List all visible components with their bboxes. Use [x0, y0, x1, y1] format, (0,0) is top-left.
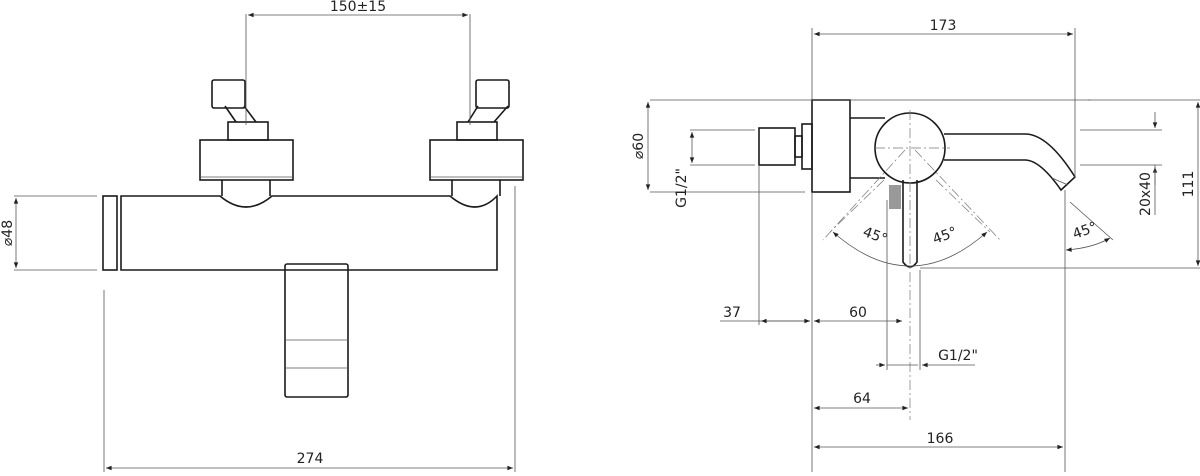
- dim-total-width: 274: [297, 451, 324, 467]
- dim-outlet-offset: 64: [853, 391, 871, 407]
- dim-inlet-thread: G1/2": [674, 168, 690, 208]
- dim-flange-diameter: ⌀60: [631, 133, 647, 159]
- angle-spout: 45°: [1071, 219, 1100, 243]
- angle-lever-right: 45°: [931, 224, 960, 248]
- wall-flange: [811, 99, 851, 193]
- side-view: 45° 45° 45° 173 111 20x40 ⌀60 G1/2": [631, 18, 1200, 472]
- dim-height: 111: [1181, 171, 1197, 198]
- dim-body-diameter: ⌀48: [0, 220, 16, 246]
- front-view: 150±15 274 ⌀48: [0, 0, 524, 472]
- dim-depth-top: 173: [930, 18, 957, 34]
- left-valve: [199, 79, 294, 196]
- dim-outlet-thread: G1/2": [938, 348, 978, 364]
- lever-handle: [284, 263, 349, 398]
- mixer-body: [120, 194, 498, 271]
- angle-lever-left: 45°: [861, 224, 890, 248]
- dim-inlet-offset: 37: [723, 305, 741, 321]
- dim-spout-section: 20x40: [1138, 172, 1154, 216]
- dim-valve-spacing: 150±15: [330, 0, 386, 15]
- dim-depth-bottom: 166: [927, 431, 954, 447]
- inlet-connector: [758, 127, 796, 166]
- dim-lever-offset: 60: [849, 305, 867, 321]
- right-valve: [429, 79, 524, 196]
- end-cap: [102, 195, 118, 271]
- spout: [944, 133, 1077, 192]
